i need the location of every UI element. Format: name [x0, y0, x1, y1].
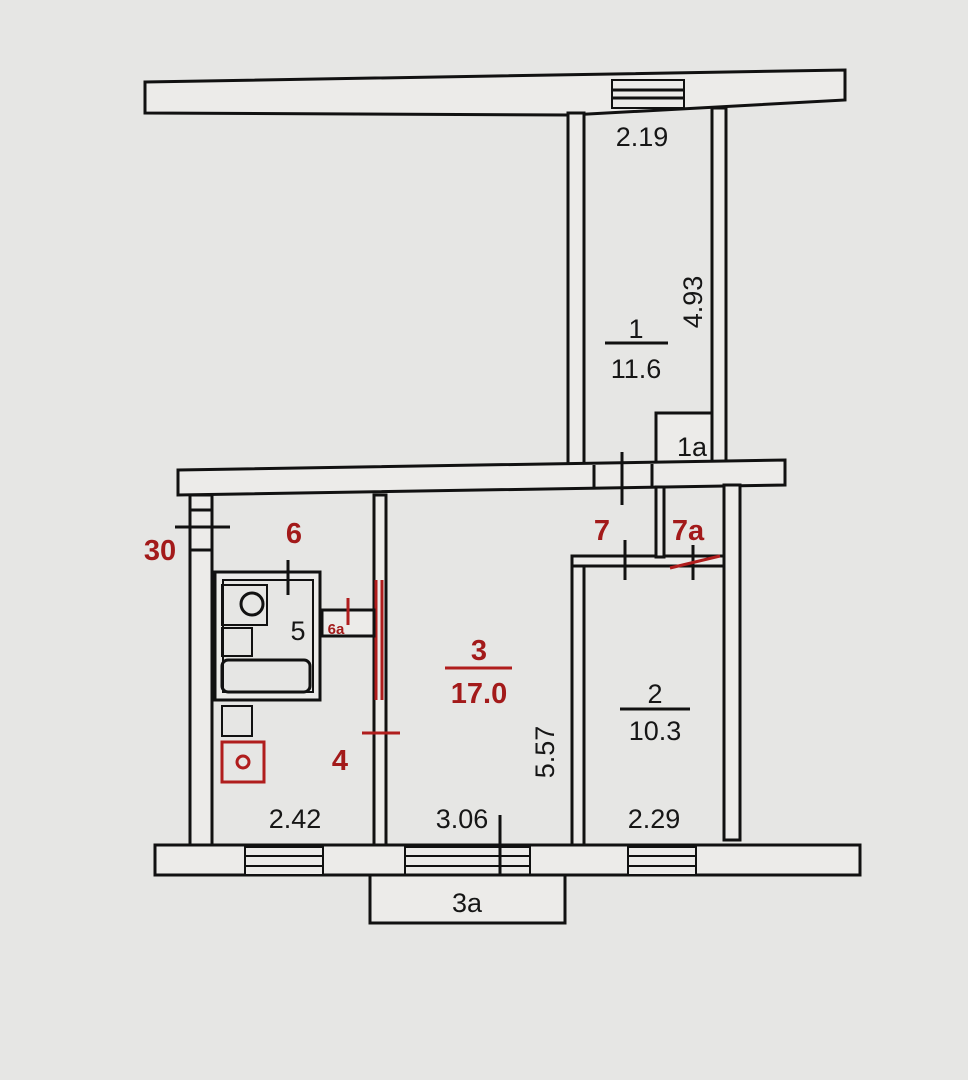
dimension-label: 4.93 [678, 276, 708, 329]
room-number: 1a [677, 432, 708, 462]
stove-icon [220, 740, 266, 784]
room-number: 3 [471, 635, 487, 667]
dimension-label: 2.29 [628, 804, 681, 834]
left-wall [188, 493, 214, 849]
wall [710, 106, 728, 470]
room-area: 11.6 [611, 354, 662, 384]
room-area: 10.3 [629, 716, 682, 746]
balcony-window [611, 79, 685, 109]
partition [570, 554, 726, 568]
sink-icon [221, 627, 253, 657]
kitchen-sink-icon [221, 705, 253, 737]
windows [244, 846, 697, 876]
toilet-icon [221, 584, 268, 626]
middle-wall [176, 458, 787, 497]
room-number: 3a [452, 888, 483, 918]
room-number: 2 [647, 679, 662, 709]
room-number: 5 [290, 616, 305, 646]
room-number: 6 [286, 518, 302, 550]
room-number: 6a [328, 621, 345, 638]
room-number: 7a [672, 515, 705, 547]
room-number: 7 [594, 515, 610, 547]
dimension-label: 2.42 [269, 804, 322, 834]
balcony-3a [368, 873, 567, 925]
right-wall [722, 483, 742, 842]
balcony-wall [143, 68, 847, 117]
dimension-label: 5.57 [530, 726, 560, 779]
dimension-label: 2.19 [616, 122, 669, 152]
wall [566, 111, 586, 467]
partition [654, 485, 666, 559]
room-number: 4 [332, 745, 348, 777]
dimension-label: 3.06 [436, 804, 489, 834]
room-number: 30 [144, 535, 176, 567]
bathtub-icon [220, 658, 312, 694]
closet-1a [654, 411, 714, 465]
room-area: 17.0 [451, 678, 507, 710]
partition [570, 558, 586, 847]
room-number: 1 [628, 314, 643, 344]
